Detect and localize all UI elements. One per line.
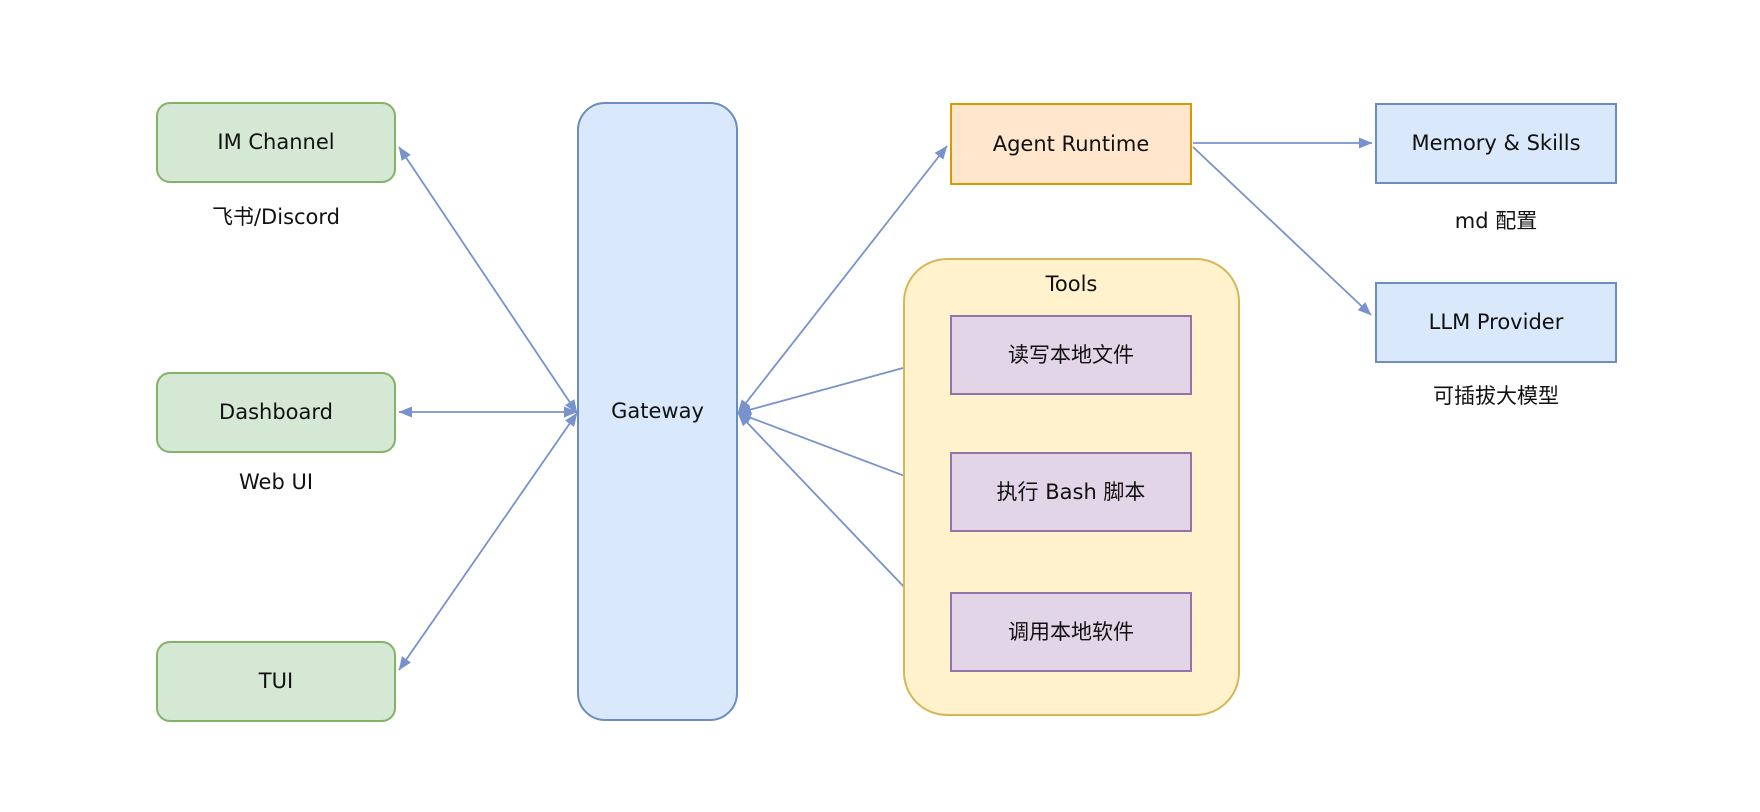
connector-gateway-tui <box>398 412 578 671</box>
tools-group-title: Tools <box>1045 272 1098 296</box>
caption-im-channel: 飞书/Discord <box>211 205 340 229</box>
node-llm-provider: LLM Provider <box>1375 282 1617 363</box>
connector-gateway-im-channel <box>398 146 578 414</box>
node-tui: TUI <box>156 641 396 722</box>
node-tool-bash-script: 执行 Bash 脚本 <box>950 452 1192 532</box>
node-gateway: Gateway <box>577 102 738 721</box>
caption-llm-provider: 可插拔大模型 <box>1433 384 1559 408</box>
node-memory-skills: Memory & Skills <box>1375 103 1617 184</box>
node-tool-local-software: 调用本地软件 <box>950 592 1192 672</box>
caption-dashboard: Web UI <box>238 470 314 494</box>
caption-memory-skills: md 配置 <box>1454 209 1538 233</box>
node-im-channel: IM Channel <box>156 102 396 183</box>
node-agent-runtime: Agent Runtime <box>950 103 1192 185</box>
node-tool-read-write-files: 读写本地文件 <box>950 315 1192 395</box>
node-dashboard: Dashboard <box>156 372 396 453</box>
